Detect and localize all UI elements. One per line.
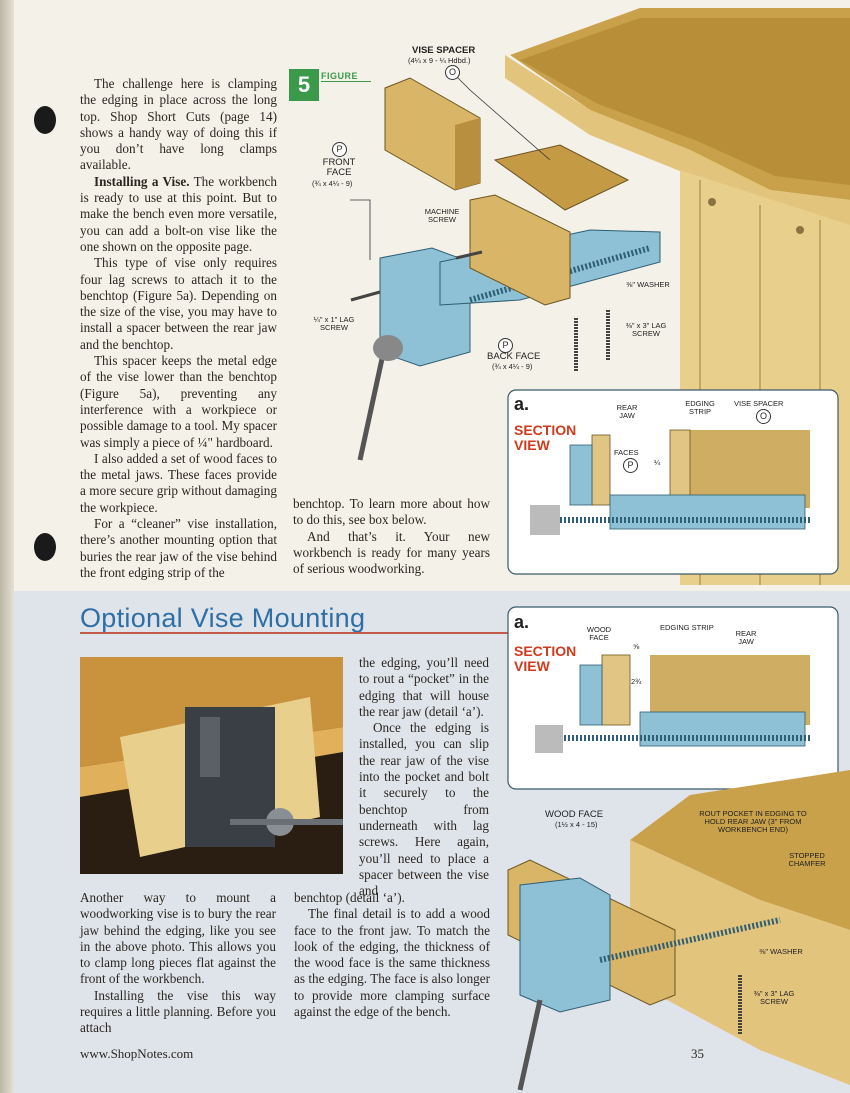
figure-word: FIGURE bbox=[321, 71, 371, 82]
binder-edge bbox=[0, 0, 14, 1093]
detail-bottom-letter: a. bbox=[514, 612, 530, 632]
paragraph: And that’s it. Your new workbench is rea… bbox=[293, 528, 490, 577]
bench-corner-top bbox=[630, 770, 850, 930]
detail-top-vise-spacer-key: O bbox=[756, 409, 771, 424]
box-column-left: Another way to mount a woodworking vise … bbox=[80, 890, 276, 1037]
detail-bottom-dim-h: ⅝ bbox=[633, 642, 640, 651]
detail-top-faces: FACES bbox=[614, 448, 639, 457]
run-in-head: Installing a Vise. bbox=[94, 173, 190, 189]
box-heading: Optional Vise Mounting bbox=[80, 603, 366, 633]
detail-bottom-handle bbox=[535, 725, 563, 753]
bottom-vise-screw bbox=[599, 917, 781, 963]
detail-bottom-jaw bbox=[579, 664, 603, 726]
paragraph-text: The workbench is ready to use at this po… bbox=[80, 173, 278, 254]
detail-top-edging-strip: EDGING STRIP bbox=[685, 399, 715, 416]
punch-hole-top bbox=[34, 106, 56, 134]
benchtop-inset bbox=[520, 18, 850, 185]
box-column-mid: benchtop (detail ‘a’). The final detail … bbox=[294, 890, 490, 1020]
paragraph: The challenge here is clamping the edgin… bbox=[80, 76, 277, 173]
vise-spacer-dims: (4¼ x 9 - ¼ Hdbd.) bbox=[408, 56, 471, 65]
paragraph: This spacer keeps the metal edge of the … bbox=[80, 353, 277, 450]
back-face-label: BACK FACE bbox=[487, 351, 541, 362]
benchtop-edge bbox=[505, 55, 850, 225]
bench-hole bbox=[708, 198, 716, 206]
back-face-dims: (¾ x 4¼ - 9) bbox=[492, 362, 533, 371]
detail-bottom-dim-v: 2¾ bbox=[631, 677, 642, 686]
bench-hole bbox=[796, 226, 804, 234]
detail-top-vise bbox=[609, 494, 806, 530]
lag-screw-label: ⅜" x 3" LAG SCREW bbox=[625, 321, 667, 338]
vise-handle-knob bbox=[373, 335, 403, 361]
bottom-vise-handle bbox=[517, 999, 543, 1091]
bottom-washer-label: ⅜" WASHER bbox=[759, 947, 803, 956]
paragraph: Once the edging is installed, you can sl… bbox=[359, 720, 489, 899]
detail-bottom-rear-jaw: REAR JAW bbox=[735, 629, 757, 646]
front-face-key: P bbox=[332, 142, 347, 157]
figure-number: 5 bbox=[289, 69, 319, 101]
detail-top-handle bbox=[530, 505, 560, 535]
paragraph: the edging, you’ll need to rout a “pocke… bbox=[359, 655, 489, 719]
detail-top-vise-spacer: VISE SPACER bbox=[734, 399, 784, 408]
front-face-dims: (¾ x 4¼ - 9) bbox=[312, 179, 353, 188]
vise-handle bbox=[357, 344, 388, 461]
paragraph: Installing the vise this way requires a … bbox=[80, 987, 276, 1036]
vise-photo bbox=[80, 657, 343, 874]
bottom-illustration bbox=[507, 606, 850, 1091]
detail-top-rear-jaw: REAR JAW bbox=[616, 403, 638, 420]
bottom-lag-screw-label: ⅜" x 3" LAG SCREW bbox=[753, 989, 795, 1006]
wood-face-label: WOOD FACE bbox=[545, 809, 604, 820]
column-left: The challenge here is clamping the edgin… bbox=[80, 76, 277, 581]
detail-top-face bbox=[591, 434, 611, 506]
vise-spacer-part bbox=[493, 144, 630, 211]
paragraph: I also added a set of wood faces to the … bbox=[80, 450, 277, 515]
detail-bottom-wood-face-label: WOOD FACE bbox=[586, 625, 612, 642]
detail-bottom-view: VIEW bbox=[514, 658, 550, 674]
paragraph: This type of vise only requires four lag… bbox=[80, 255, 277, 352]
page-number: 35 bbox=[691, 1046, 704, 1061]
detail-bottom-edging-strip: EDGING STRIP bbox=[660, 623, 714, 632]
paragraph: For a “cleaner” vise installation, there… bbox=[80, 516, 277, 580]
paragraph: benchtop. To learn more about how to do … bbox=[293, 496, 490, 528]
detail-top-faces-key: P bbox=[623, 458, 638, 473]
box-column-mid-narrow: the edging, you’ll need to rout a “pocke… bbox=[359, 655, 489, 899]
front-face-block-side bbox=[455, 118, 480, 190]
bench-corner-edge bbox=[630, 840, 850, 1085]
detail-bottom-wood-face bbox=[601, 654, 631, 726]
vise-photo-art bbox=[80, 657, 343, 874]
wood-face-dims: (1½ x 4 - 15) bbox=[555, 820, 598, 829]
detail-top-jaw bbox=[569, 444, 593, 506]
column-mid: benchtop. To learn more about how to do … bbox=[293, 496, 490, 577]
small-lag-screw-label: ¼" x 1" LAG SCREW bbox=[313, 315, 355, 332]
detail-top-letter: a. bbox=[514, 394, 530, 414]
back-face-block bbox=[469, 194, 571, 306]
vise-spacer-key: O bbox=[445, 65, 460, 80]
washer-label: ⅜" WASHER bbox=[626, 280, 670, 289]
detail-top-section: SECTION bbox=[514, 422, 577, 438]
stopped-chamfer-label: STOPPED CHAMFER bbox=[788, 851, 826, 868]
heading-rule bbox=[80, 632, 510, 634]
paragraph: Another way to mount a woodworking vise … bbox=[80, 890, 276, 987]
back-face-key: P bbox=[498, 338, 513, 353]
detail-top-view: VIEW bbox=[514, 437, 550, 453]
leader-line bbox=[350, 199, 371, 260]
punch-hole-middle bbox=[34, 533, 56, 561]
paragraph: Installing a Vise. The workbench is read… bbox=[80, 174, 277, 255]
footer-url[interactable]: www.ShopNotes.com bbox=[80, 1046, 194, 1061]
detail-top-dim: ¼ bbox=[654, 458, 661, 467]
detail-bottom-section: SECTION bbox=[514, 643, 577, 659]
machine-screw-label: MACHINE SCREW bbox=[424, 207, 460, 224]
paragraph: The final detail is to add a wood face t… bbox=[294, 906, 490, 1020]
vise-spacer-label: VISE SPACER bbox=[412, 45, 476, 56]
rout-pocket-note: ROUT POCKET IN EDGING TO HOLD REAR JAW (… bbox=[699, 809, 807, 834]
machine-screw bbox=[455, 250, 483, 260]
paragraph: benchtop (detail ‘a’). bbox=[294, 890, 405, 905]
front-face-label: FRONT FACE bbox=[322, 157, 356, 178]
bottom-vise-jaw bbox=[519, 877, 611, 1013]
figure5-illustration bbox=[350, 8, 850, 585]
small-lag-screw bbox=[350, 290, 381, 302]
